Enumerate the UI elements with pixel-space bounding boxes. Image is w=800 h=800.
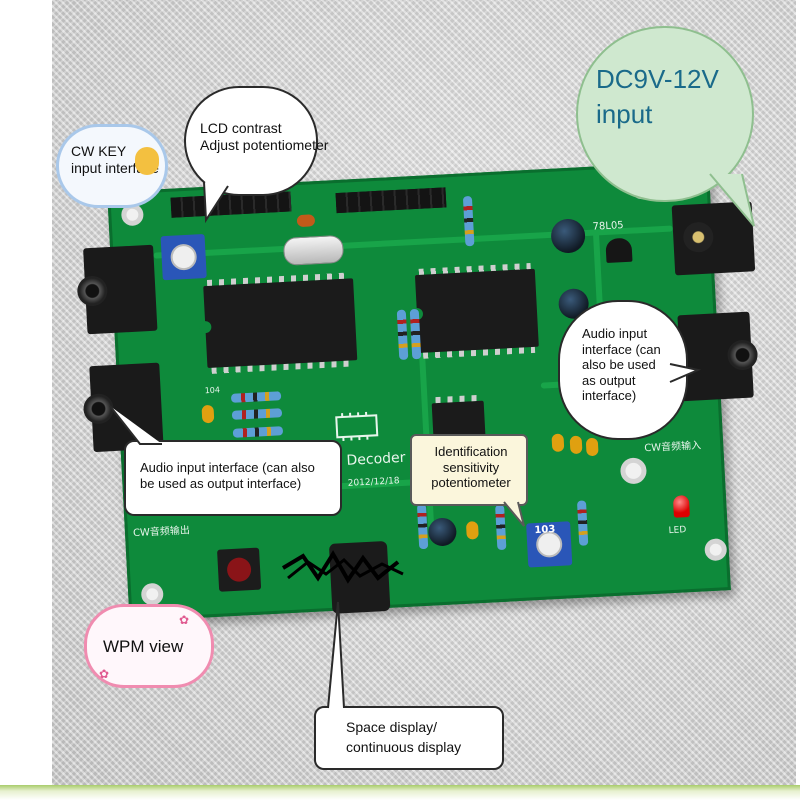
- lcd-contrast-potentiometer: [160, 234, 207, 281]
- decoder-ic: [410, 262, 539, 359]
- lcd-contrast-callout: LCD contrast Adjust potentiometer: [184, 86, 328, 196]
- lcd-contrast-callout-text: LCD contrast Adjust potentiometer: [200, 120, 329, 153]
- resistor: [396, 309, 409, 360]
- dc-input-callout-text: DC9V-12V input: [596, 64, 719, 130]
- microcontroller-ic: [199, 272, 358, 374]
- ice-cream-icon: [135, 147, 159, 175]
- cw-in-label: CW音频输入: [644, 440, 702, 455]
- lcd-contrast-callout-tail: [203, 181, 229, 224]
- space-display-callout-text: Space display/ continuous display: [346, 719, 462, 755]
- audio-right-callout-tail: [669, 363, 702, 383]
- dc-input-callout: DC9V-12V input: [576, 26, 754, 202]
- pot-code: 103: [534, 524, 556, 537]
- led-label: LED: [668, 525, 687, 537]
- resistor: [231, 408, 283, 420]
- scribbled-redaction: [281, 550, 404, 584]
- resistor: [230, 391, 282, 403]
- status-led: [672, 495, 690, 518]
- resistor: [576, 500, 589, 546]
- mounting-hole: [704, 538, 728, 562]
- identification-callout: Identification sensitivity potentiometer: [410, 434, 528, 506]
- audio-left-callout: Audio input interface (can also be used …: [124, 440, 342, 516]
- cw-key-jack: [76, 244, 158, 335]
- ceramic-capacitor: [201, 404, 215, 424]
- audio-left-callout-tail: [109, 405, 162, 445]
- space-display-callout: Space display/ continuous display: [314, 706, 504, 770]
- ceramic-capacitor: [465, 521, 479, 540]
- space-display-callout-tail: [327, 601, 345, 709]
- lcd-header-right: [335, 187, 447, 214]
- decoder-label: Decoder: [346, 449, 406, 469]
- dc-input-callout-tail: [709, 173, 755, 227]
- voltage-regulator: [605, 237, 633, 264]
- cap-code: 104: [204, 385, 221, 396]
- wpm-push-button: [217, 547, 262, 592]
- ceramic-capacitor: [569, 435, 583, 455]
- audio-right-callout-text: Audio input interface (can also be used …: [582, 326, 661, 404]
- resistor: [232, 426, 284, 438]
- identification-callout-text: Identification sensitivity potentiometer: [431, 444, 511, 491]
- bow-icon: ✿: [99, 667, 110, 681]
- resistor: [462, 195, 475, 247]
- bottom-strip: [0, 785, 800, 800]
- ceramic-capacitor: [296, 214, 316, 228]
- cw-out-label: CW音频输出: [132, 525, 191, 540]
- bow-icon: ✿: [178, 613, 189, 627]
- pcb-board: 78L05 103 Decoder 2012/12/18 CW音频输入 CW音频…: [76, 160, 759, 622]
- chip-logo-icon: [335, 411, 379, 442]
- electrolytic-capacitor: [427, 517, 458, 547]
- regulator-label: 78L05: [592, 220, 624, 233]
- mounting-hole: [140, 582, 164, 606]
- identification-callout-tail: [503, 501, 525, 527]
- mounting-hole: [619, 457, 648, 485]
- wpm-view-callout-text: WPM view: [103, 637, 184, 656]
- date-label: 2012/12/18: [347, 476, 400, 489]
- ceramic-capacitor: [551, 433, 565, 453]
- wpm-view-callout: WPM view ✿ ✿: [84, 604, 214, 688]
- crystal-oscillator: [282, 234, 345, 266]
- electrolytic-capacitor: [550, 218, 586, 254]
- ceramic-capacitor: [585, 437, 599, 457]
- cw-key-callout: CW KEY input interface: [56, 124, 168, 208]
- audio-left-callout-text: Audio input interface (can also be used …: [140, 460, 315, 491]
